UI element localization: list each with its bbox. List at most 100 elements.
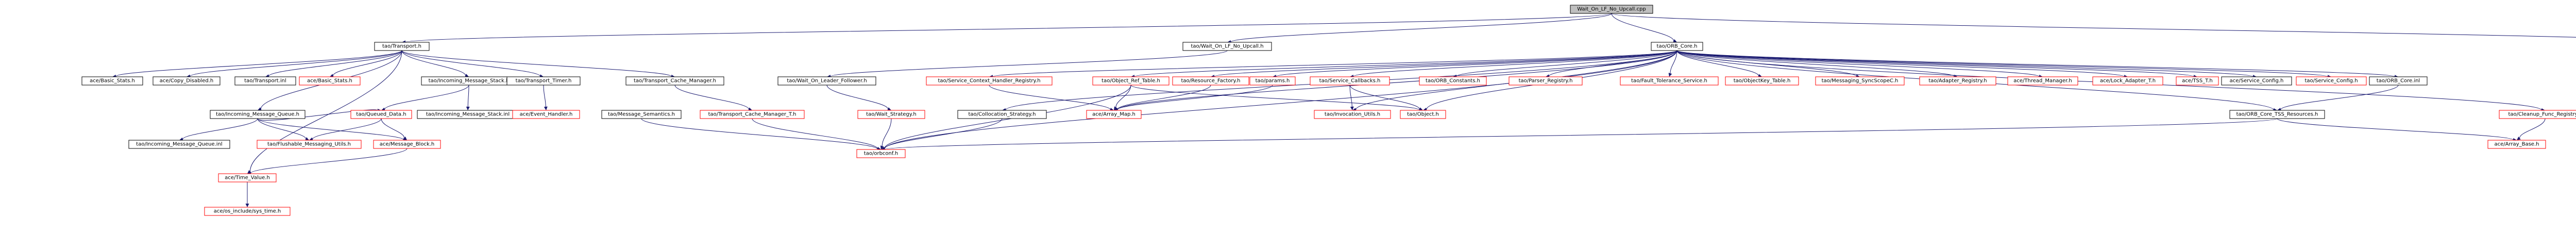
edge-arrowhead: [1419, 107, 1423, 111]
node-collection-strategy[interactable]: tao/Collocation_Strategy.h: [957, 110, 1047, 119]
edge-message_block-to-time_value: [250, 148, 408, 174]
node-incoming-stack-inl[interactable]: tao/Incoming_Message_Stack.inl: [417, 110, 519, 119]
node-label: tao/Wait_Strategy.h: [866, 112, 917, 118]
node-orb-core-tss[interactable]: tao/ORB_Core_TSS_Resources.h: [2229, 110, 2325, 119]
node-res-factory[interactable]: tao/Resource_Factory.h: [1172, 76, 1249, 86]
node-box: [512, 110, 580, 119]
edge-orb_core-to-adapter_registry: [1676, 50, 1955, 77]
node-label: tao/Service_Context_Handler_Registry.h: [938, 78, 1040, 84]
node-box: [2221, 76, 2292, 86]
node-wait-lf-noup[interactable]: tao/Wait_On_LF_No_Upcall.h: [1182, 42, 1272, 51]
node-svc-config-tao[interactable]: tao/Service_Config.h: [2296, 76, 2367, 86]
node-transport-inl[interactable]: tao/Transport.inl: [234, 76, 296, 86]
node-box: [506, 76, 581, 86]
node-box: [625, 76, 724, 86]
edge-sch_registry-to-array_map: [989, 85, 1111, 110]
node-label: tao/Cleanup_Func_Registry.h: [2508, 112, 2576, 118]
node-label: tao/orbconf.h: [864, 151, 898, 157]
node-label: tao/Transport.inl: [244, 78, 286, 84]
node-sch-registry[interactable]: tao/Service_Context_Handler_Registry.h: [926, 76, 1053, 86]
node-box: [1419, 76, 1487, 86]
edge-msg_semantics-to-orbconf: [641, 118, 878, 149]
node-tss-t[interactable]: ace/TSS_T.h: [2176, 76, 2219, 86]
edge-wait_strategy-to-orbconf: [882, 118, 892, 146]
node-tao-object[interactable]: tao/Object.h: [1400, 110, 1446, 119]
edge-orb_core-to-ft_service: [1670, 50, 1677, 74]
node-incoming-queue[interactable]: tao/Incoming_Message_Queue.h: [210, 110, 306, 119]
node-wait-leader[interactable]: tao/Wait_On_Leader_Follower.h: [777, 76, 876, 86]
node-incoming-stack[interactable]: tao/Incoming_Message_Stack.h: [421, 76, 517, 86]
node-array-map[interactable]: ace/Array_Map.h: [1086, 110, 1142, 119]
edge-arrowhead: [403, 136, 407, 140]
node-orb-core-inl[interactable]: tao/ORB_Core.inl: [2369, 76, 2428, 86]
node-orb-core[interactable]: tao/ORB_Core.h: [1651, 42, 1703, 51]
edge-transport-to-ace_basic_stats: [333, 50, 402, 76]
node-flushable-utils[interactable]: tao/Flushable_Messaging_Utils.h: [257, 140, 362, 149]
node-label: tao/Queued_Data.h: [356, 112, 406, 118]
node-invocation-utils[interactable]: tao/Invocation_Utils.h: [1314, 110, 1391, 119]
edge-orb_core-to-lock_adapter: [1676, 50, 2125, 77]
node-array-base[interactable]: ace/Array_Base.h: [2487, 140, 2546, 149]
node-sys-time[interactable]: ace/os_include/sys_time.h: [204, 207, 291, 216]
node-adapter-registry[interactable]: tao/Adapter_Registry.h: [1919, 76, 1996, 86]
edge-collection_strategy-to-orbconf: [884, 118, 1003, 149]
node-orbconf[interactable]: tao/orbconf.h: [856, 149, 906, 158]
edge-orb_core-to-thread_manager: [1676, 50, 2040, 77]
edge-arrowhead: [2517, 136, 2521, 140]
node-tcm-t[interactable]: tao/Transport_Cache_Manager_T.h: [700, 110, 805, 119]
edge-arrowhead: [465, 74, 469, 77]
edge-arrowhead: [245, 204, 249, 207]
edge-orb_core-to-params: [1276, 50, 1677, 77]
node-params[interactable]: tao/params.h: [1249, 76, 1296, 86]
node-box: [2296, 76, 2367, 86]
node-label: tao/ORB_Core_TSS_Resources.h: [2236, 112, 2318, 118]
node-parser-registry[interactable]: tao/Parser_Registry.h: [1509, 76, 1583, 86]
node-label: tao/Transport_Timer.h: [516, 78, 572, 84]
node-cleanup-registry[interactable]: tao/Cleanup_Func_Registry.h: [2499, 110, 2576, 119]
node-transport[interactable]: tao/Transport.h: [374, 42, 430, 51]
edge-obj_ref_table-to-orbconf: [884, 85, 1131, 149]
node-lock-adapter[interactable]: ace/Lock_Adapter_T.h: [2092, 76, 2163, 86]
node-label: ace/Message_Block.h: [380, 142, 435, 147]
node-incoming-queue-inl[interactable]: tao/Incoming_Message_Queue.inl: [128, 140, 230, 149]
node-ft-service[interactable]: tao/Fault_Tolerance_Service.h: [1620, 76, 1719, 86]
node-svc-config-ace[interactable]: ace/Service_Config.h: [2221, 76, 2292, 86]
node-label: tao/Transport_Cache_Manager.h: [634, 78, 716, 84]
node-box: [1570, 5, 1653, 14]
node-copy-disabled[interactable]: ace/Copy_Disabled.h: [152, 76, 221, 86]
node-msg-semantics[interactable]: tao/Message_Semantics.h: [601, 110, 682, 119]
edge-arrowhead: [544, 106, 548, 110]
edges-layer: [112, 13, 2576, 207]
node-label: tao/Incoming_Message_Stack.inl: [426, 112, 510, 118]
node-time-value[interactable]: ace/Time_Value.h: [218, 173, 277, 182]
node-label: tao/ObjectKey_Table.h: [1734, 78, 1791, 84]
node-obj-ref-table[interactable]: tao/Object_Ref_Table.h: [1092, 76, 1170, 86]
edge-transport-to-copy_disabled: [190, 50, 402, 77]
node-svc-callbacks[interactable]: tao/Service_Callbacks.h: [1310, 76, 1390, 86]
node-objectkey-table[interactable]: tao/ObjectKey_Table.h: [1725, 76, 1799, 86]
node-label: tao/Incoming_Message_Stack.h: [429, 78, 510, 84]
node-transport-timer[interactable]: tao/Transport_Timer.h: [506, 76, 581, 86]
node-tcm[interactable]: tao/Transport_Cache_Manager.h: [625, 76, 724, 86]
nodes-layer: Wait_On_LF_No_Upcall.cpp tao/Transport.h t…: [81, 5, 2576, 216]
node-box: [2007, 76, 2078, 86]
node-event-handler[interactable]: ace/Event_Handler.h: [512, 110, 580, 119]
node-label: tao/Adapter_Registry.h: [1928, 78, 1987, 84]
node-orb-constants[interactable]: tao/ORB_Constants.h: [1419, 76, 1487, 86]
node-basic-stats[interactable]: ace/Basic_Stats.h: [81, 76, 143, 86]
edge-obj_ref_table-to-array_map: [1115, 85, 1131, 108]
node-message-block[interactable]: ace/Message_Block.h: [373, 140, 441, 149]
node-queued-data[interactable]: tao/Queued_Data.h: [350, 110, 412, 119]
node-label: ace/os_include/sys_time.h: [214, 209, 281, 214]
node-box: [926, 76, 1053, 86]
node-ace-basic-stats[interactable]: ace/Basic_Stats.h: [299, 76, 361, 86]
node-msg-sync[interactable]: tao/Messaging_SyncScopeC.h: [1815, 76, 1905, 86]
node-box: [1310, 76, 1390, 86]
node-wait-strategy[interactable]: tao/Wait_Strategy.h: [857, 110, 925, 119]
edge-res_factory-to-array_map: [1117, 85, 1211, 110]
node-box: [1092, 76, 1170, 86]
node-thread-manager[interactable]: ace/Thread_Manager.h: [2007, 76, 2078, 86]
node-label: ace/Thread_Manager.h: [2013, 78, 2072, 84]
edge-arrowhead: [305, 137, 309, 141]
node-root[interactable]: Wait_On_LF_No_Upcall.cpp: [1570, 5, 1653, 14]
